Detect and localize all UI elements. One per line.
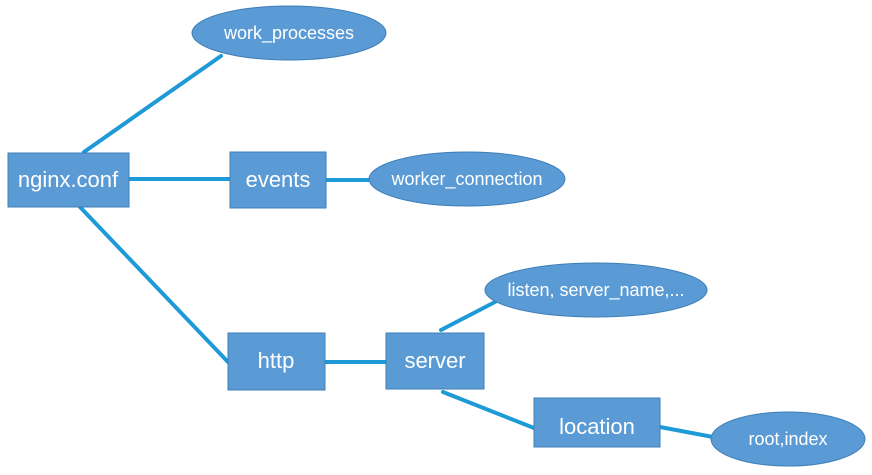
node-nginx-conf-label: nginx.conf [18,167,119,192]
node-events-label: events [246,167,311,192]
edges [78,54,715,439]
node-server: server [385,332,485,390]
node-http: http [227,332,326,391]
node-events: events [229,151,327,209]
node-http-label: http [258,348,295,373]
edge-nginx-conf-work-processes [82,54,223,154]
node-worker-connection: worker_connection [368,151,566,207]
node-work-processes: work_processes [191,5,387,61]
edge-nginx-conf-http [78,205,230,364]
edge-server-listen [439,300,497,332]
node-work-processes-label: work_processes [223,23,354,44]
node-location: location [533,397,661,448]
node-listen-server-name: listen, server_name,... [484,262,708,318]
node-location-label: location [559,414,635,439]
edge-location-root-index [658,425,715,439]
node-nginx-conf: nginx.conf [7,152,130,208]
node-listen-server-name-label: listen, server_name,... [507,280,684,301]
node-worker-connection-label: worker_connection [390,169,542,190]
node-server-label: server [404,348,465,373]
edge-server-location [441,390,536,430]
node-root-index: root,index [710,411,866,467]
node-root-index-label: root,index [748,429,827,449]
